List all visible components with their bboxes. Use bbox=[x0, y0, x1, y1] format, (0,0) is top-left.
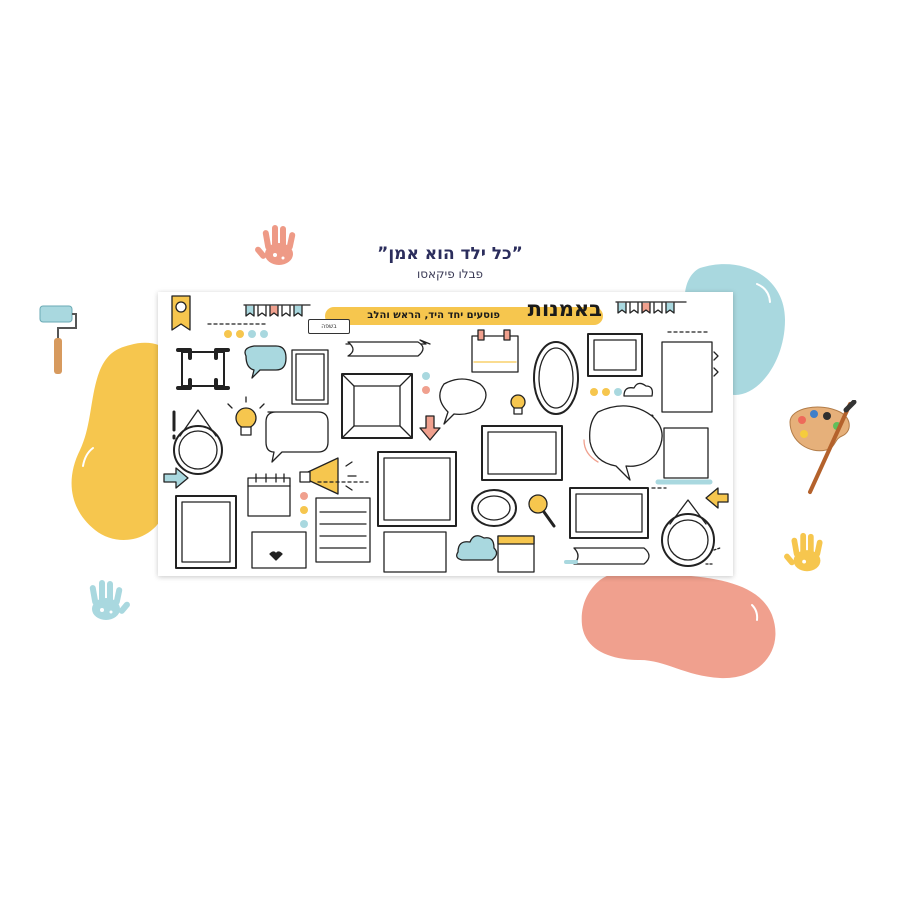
speech-bubble-icon bbox=[265, 411, 329, 463]
magnifier-icon bbox=[528, 494, 556, 528]
lightbulb-icon bbox=[227, 396, 265, 436]
cloud-icon bbox=[456, 535, 498, 561]
paint-palette-icon bbox=[789, 400, 857, 494]
arrow-icon bbox=[705, 487, 729, 509]
megaphone-icon bbox=[299, 457, 357, 495]
coral-blob bbox=[581, 570, 776, 679]
speech-bubble-icon bbox=[589, 405, 663, 481]
handprint-blue-icon bbox=[89, 580, 130, 620]
handprint-coral-icon bbox=[255, 225, 296, 265]
handprint-yellow-icon bbox=[784, 532, 823, 572]
name-tag: בשפה bbox=[308, 319, 350, 334]
calendar-icon bbox=[247, 473, 291, 517]
title-banner bbox=[325, 307, 603, 325]
arrow-icon bbox=[419, 415, 441, 441]
board-subtitle: פוסעים יחד היד, הראש והלב bbox=[367, 310, 500, 321]
speech-bubble-icon bbox=[439, 378, 487, 425]
bunting-flags-icon bbox=[615, 301, 687, 314]
board-title: באמנות bbox=[527, 297, 602, 321]
paint-roller-icon bbox=[39, 305, 77, 374]
bunting-flags-icon bbox=[243, 304, 311, 317]
arrow-icon bbox=[163, 467, 189, 489]
board-doodles bbox=[163, 295, 729, 573]
quote-author: פבלו פיקאסו bbox=[416, 267, 484, 281]
speech-bubble-icon bbox=[244, 345, 287, 379]
yellow-blob bbox=[71, 342, 182, 540]
quote-text: ”כל ילד הוא אמן” bbox=[377, 244, 523, 264]
cloud-icon bbox=[623, 382, 654, 397]
